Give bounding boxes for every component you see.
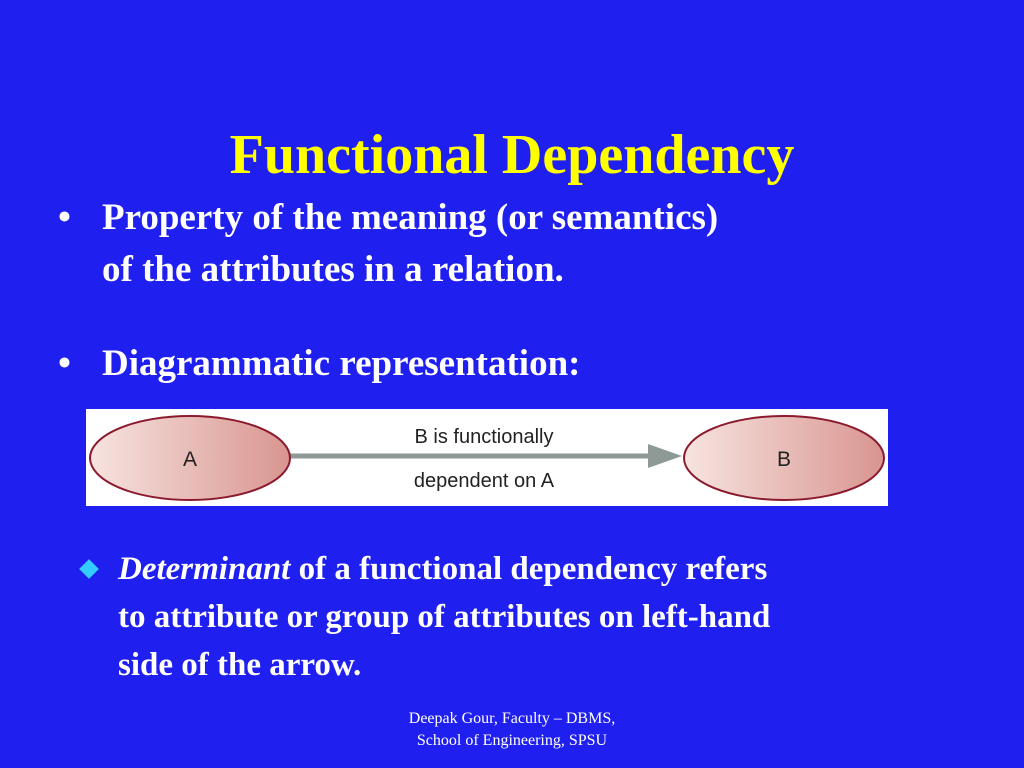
arrow-label-top: B is functionally bbox=[415, 426, 554, 448]
footer-line: Deepak Gour, Faculty – DBMS, bbox=[408, 710, 616, 727]
determinant-term: Determinant bbox=[118, 551, 291, 587]
sub-bullet-text: of a functional dependency refers bbox=[290, 551, 768, 587]
bullet-diagrammatic: • Diagrammatic representation: bbox=[58, 338, 922, 390]
footer: Deepak Gour, Faculty – DBMS, School of E… bbox=[312, 708, 712, 752]
sub-bullet-line: side of the arrow. bbox=[118, 647, 362, 683]
arrow-head bbox=[648, 444, 682, 468]
sub-bullet-line: to attribute or group of attributes on l… bbox=[118, 599, 771, 635]
node-b-label: B bbox=[777, 448, 791, 471]
bullet-dot: • bbox=[58, 343, 71, 384]
diamond-bullet-icon bbox=[79, 559, 99, 579]
fd-diagram-svg: A B B is functionally dependent on A bbox=[89, 415, 885, 501]
node-a-label: A bbox=[183, 448, 197, 471]
footer-line: School of Engineering, SPSU bbox=[416, 732, 608, 749]
fd-diagram: A B B is functionally dependent on A bbox=[86, 409, 888, 506]
bullet-line: Property of the meaning (or semantics) bbox=[102, 197, 719, 238]
sub-bullet-line: Determinant of a functional dependency r… bbox=[118, 545, 978, 593]
bullet-dot: • bbox=[58, 197, 71, 238]
ellipse-b bbox=[683, 415, 885, 501]
arrow-label-bottom: dependent on A bbox=[414, 470, 555, 492]
slide-title: Functional Dependency bbox=[229, 124, 795, 186]
sub-bullet-determinant: Determinant of a functional dependency r… bbox=[79, 545, 978, 689]
bullet-line: of the attributes in a relation. bbox=[102, 249, 564, 290]
bullet-property: • Property of the meaning (or semantics)… bbox=[58, 192, 922, 296]
ellipse-a bbox=[89, 415, 291, 501]
bullet-line: Diagrammatic representation: bbox=[102, 343, 581, 384]
